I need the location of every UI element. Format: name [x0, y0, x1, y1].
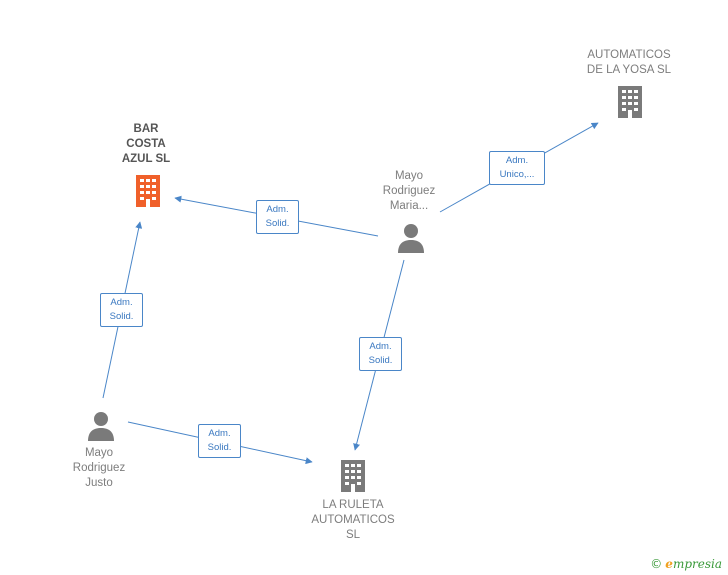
empresia-logo: ©empresia [650, 557, 722, 571]
edge-label-maria-ruleta[interactable]: Adm. Solid. [359, 337, 402, 371]
edge-label-line: Adm. [266, 204, 289, 215]
company-label-yosa[interactable]: AUTOMATICOS DE LA YOSA SL [586, 49, 672, 76]
person-icon[interactable] [396, 222, 426, 254]
edge-label-justo-ruleta[interactable]: Adm. Solid. [198, 424, 241, 458]
copyright-symbol: © [650, 557, 663, 571]
edge-label-line: Adm. [369, 341, 392, 352]
building-icon[interactable] [614, 84, 646, 120]
brand-first-letter: e [665, 557, 673, 571]
edge-label-line: Adm. [110, 297, 133, 308]
edge-label-line: Unico,... [499, 169, 535, 180]
building-icon[interactable] [337, 458, 369, 494]
brand-rest: mpresia [672, 557, 722, 571]
edge-label-line: Adm. [208, 428, 231, 439]
edge-label-justo-bar[interactable]: Adm. Solid. [100, 293, 143, 327]
edge-label-line: Solid. [265, 218, 290, 229]
edge-label-line: Solid. [207, 442, 232, 453]
person-label-maria[interactable]: Mayo Rodriguez Maria... [382, 170, 436, 212]
building-icon[interactable] [132, 173, 164, 209]
edge-label-line: Solid. [368, 355, 393, 366]
edge-label-maria-yosa[interactable]: Adm. Unico,... [489, 151, 545, 185]
edge-label-maria-bar[interactable]: Adm. Solid. [256, 200, 299, 234]
edge-label-line: Solid. [109, 311, 134, 322]
person-label-justo[interactable]: Mayo Rodriguez Justo [72, 447, 126, 489]
edge-label-line: Adm. [505, 155, 529, 166]
company-label-bar[interactable]: BAR COSTA AZUL SL [121, 123, 171, 165]
person-icon[interactable] [86, 410, 116, 442]
company-label-ruleta[interactable]: LA RULETA AUTOMATICOS SL [311, 499, 395, 541]
